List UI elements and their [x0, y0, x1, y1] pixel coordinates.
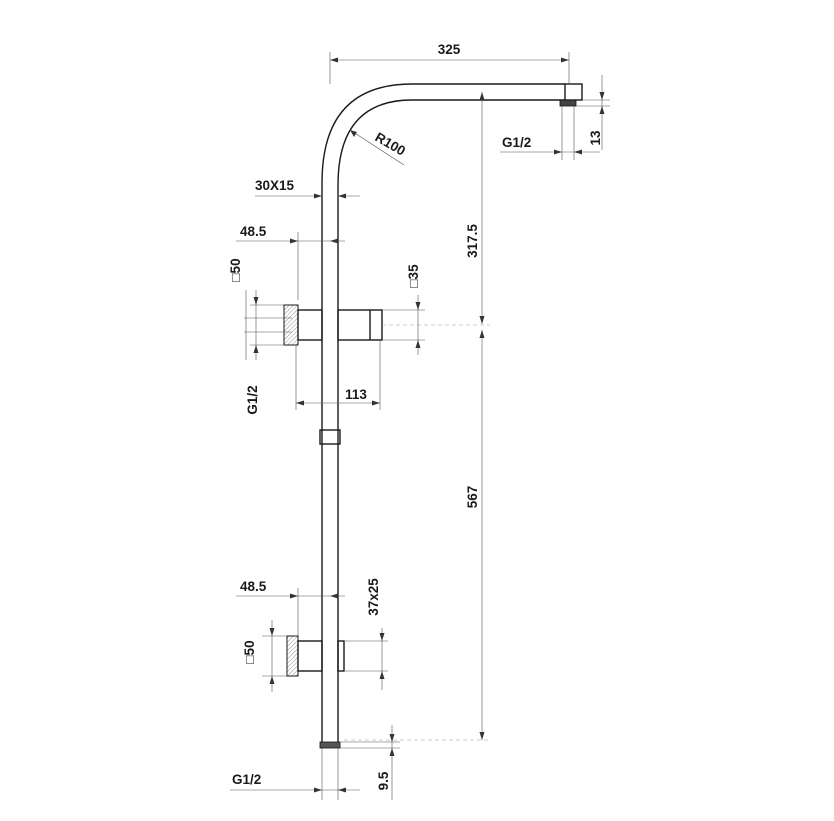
label-lower-height: 567: [465, 486, 480, 509]
upper-bracket-arm: [297, 309, 323, 341]
label-bend-radius: R100: [373, 130, 408, 159]
dimension-lines: [230, 52, 610, 800]
label-upper-inlet-thread: G1/2: [245, 385, 260, 414]
label-lower-holder-size: 37x25: [366, 578, 381, 616]
bottom-connector: [319, 741, 341, 749]
column-inner-contour: [337, 99, 565, 742]
lower-wall-bracket: [286, 635, 345, 677]
slider-body: [337, 309, 383, 341]
label-arm-length: 325: [438, 42, 461, 57]
lower-holder: [337, 640, 345, 672]
shower-column: [319, 83, 583, 749]
arm-end-cap: [564, 83, 583, 101]
label-bottom-thread: G1/2: [232, 772, 261, 787]
lower-bracket-arm: [297, 640, 323, 672]
sliding-collar: [319, 429, 341, 445]
dimension-labels: 325 R100 30X15 13 G1/2 317.5 48.5 □50 □3…: [228, 42, 603, 790]
label-outlet-thread: G1/2: [502, 135, 531, 150]
label-pipe-section: 30X15: [255, 178, 295, 193]
label-upper-bracket-depth: 48.5: [240, 224, 267, 239]
label-slider-size: □35: [406, 264, 421, 288]
label-bottom-offset: 9.5: [376, 771, 391, 790]
label-nozzle-offset: 13: [588, 130, 603, 146]
label-lower-wall-plate: □50: [242, 640, 257, 663]
label-upper-wall-plate: □50: [228, 258, 243, 281]
upper-wall-bracket: [283, 304, 383, 346]
label-lower-bracket-depth: 48.5: [240, 579, 267, 594]
upper-wall-plate: [283, 304, 299, 346]
lower-wall-plate: [286, 635, 299, 677]
label-slider-projection: 113: [345, 387, 367, 402]
column-outer-contour: [321, 83, 565, 742]
label-upper-height: 317.5: [465, 224, 480, 258]
shower-head-nozzle: [559, 99, 577, 107]
